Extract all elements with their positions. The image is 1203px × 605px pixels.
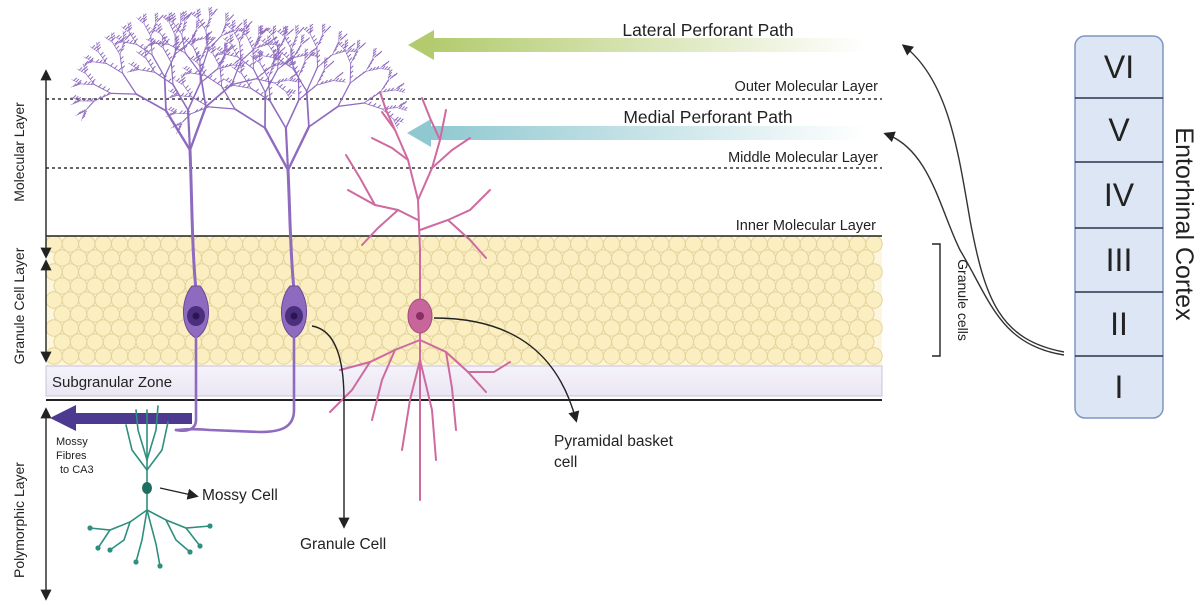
cortex-layer-iii: III: [1106, 242, 1133, 278]
cortex-layer-i: I: [1115, 369, 1124, 405]
granule-cell-layer-label: Granule Cell Layer: [11, 247, 27, 364]
mossy-fibres-arrow: [50, 405, 192, 431]
cortex-layer-iv: IV: [1104, 177, 1135, 213]
granule-cells-bracket: [932, 244, 940, 356]
inner-molecular-label: Inner Molecular Layer: [736, 218, 876, 234]
mossy-fibres-label-3: to CA3: [60, 464, 94, 476]
molecular-layer-label: Molecular Layer: [11, 102, 27, 202]
middle-molecular-label: Middle Molecular Layer: [728, 150, 878, 166]
mossy-fibres-label-1: Mossy: [56, 436, 88, 448]
granule-cell-layer-band: [46, 236, 882, 366]
granule-cells-label: Granule cells: [955, 259, 971, 341]
granule-cell-body-1: [183, 286, 208, 338]
lateral-perforant-path-label: Lateral Perforant Path: [622, 20, 793, 40]
medial-perforant-path-label: Medial Perforant Path: [623, 107, 792, 127]
entorhinal-cortex-title: Entorhinal Cortex: [1170, 127, 1198, 321]
cortex-projection-lines: [886, 46, 1064, 355]
subgranular-zone-label: Subgranular Zone: [52, 374, 172, 391]
polymorphic-layer-label: Polymorphic Layer: [11, 462, 27, 578]
cortex-layer-vi: VI: [1104, 49, 1134, 85]
mossy-cell-soma: [142, 482, 152, 494]
pyramidal-basket-label-2: cell: [554, 454, 577, 471]
granule-cell-label: Granule Cell: [300, 536, 386, 553]
mossy-fibres-label-2: Fibres: [56, 450, 87, 462]
cortex-layer-ii: II: [1110, 306, 1128, 342]
granule-cell-body-2: [281, 286, 306, 338]
mossy-cell-label: Mossy Cell: [202, 487, 278, 504]
cortex-layer-v: V: [1108, 112, 1130, 148]
pyramidal-basket-nucleus: [416, 312, 424, 320]
mossy-cell-pointer: [160, 488, 196, 496]
pyramidal-basket-label-1: Pyramidal basket: [554, 433, 674, 450]
outer-molecular-label: Outer Molecular Layer: [735, 79, 879, 95]
